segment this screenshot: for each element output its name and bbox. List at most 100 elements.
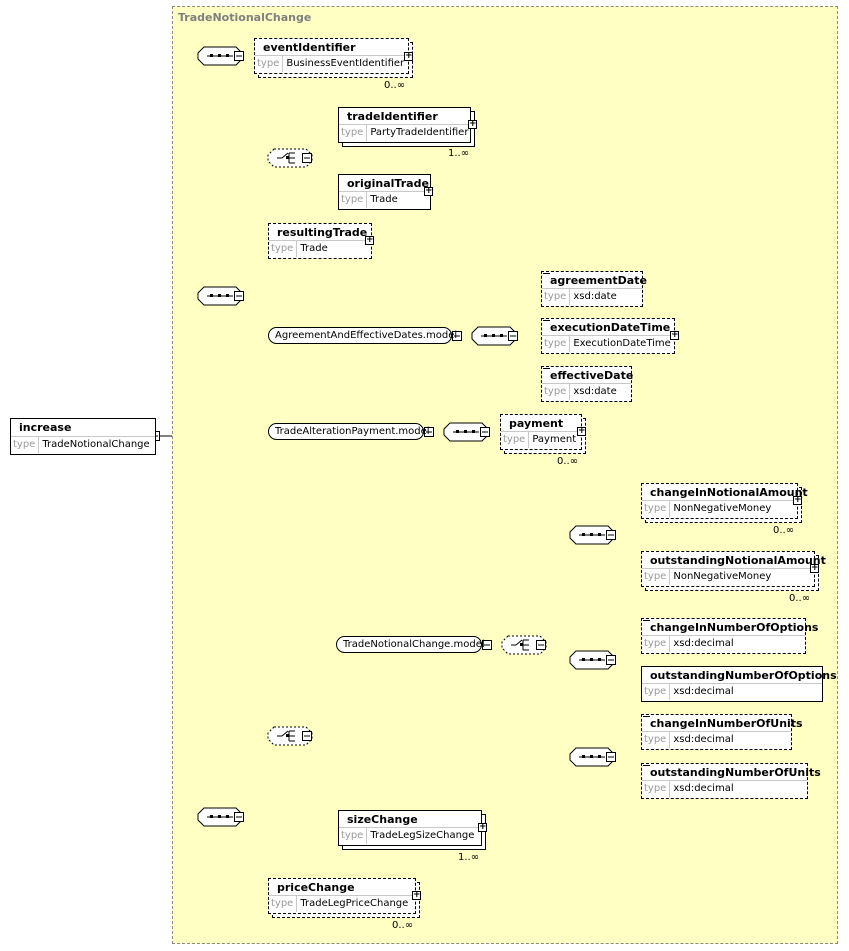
type-value: TradeLegPriceChange — [300, 898, 409, 909]
type-key: type — [339, 828, 368, 844]
type-value: TradeLegSizeChange — [370, 830, 475, 841]
expand-icon[interactable]: + — [670, 330, 679, 340]
type-value: xsd:decimal — [673, 638, 734, 649]
type-key: type — [501, 432, 530, 448]
type-value: ExecutionDateTime — [573, 338, 671, 349]
sequence-dates[interactable] — [471, 326, 518, 346]
expand-icon[interactable]: + — [404, 51, 413, 61]
type-value: xsd:date — [573, 291, 617, 302]
choice-1[interactable] — [267, 148, 313, 168]
choice-3[interactable] — [501, 635, 547, 655]
element-name: executionDateTime — [550, 321, 671, 334]
type-value: Payment — [532, 434, 577, 445]
type-value: PartyTradeIdentifier — [370, 127, 469, 138]
choice-2[interactable] — [267, 726, 313, 746]
type-key: type — [255, 56, 284, 72]
cardinality: 0..∞ — [384, 80, 406, 91]
element-name: priceChange — [277, 881, 355, 894]
documentation-icon — [643, 620, 650, 629]
type-value: BusinessEventIdentifier — [286, 58, 405, 69]
cardinality: 0..∞ — [789, 593, 811, 604]
type-key: type — [642, 732, 671, 748]
sequence-payment[interactable] — [443, 422, 490, 442]
documentation-icon — [643, 716, 650, 725]
expand-icon[interactable]: + — [365, 235, 374, 245]
expand-icon[interactable]: + — [478, 822, 487, 832]
cardinality: 0..∞ — [773, 525, 795, 536]
expand-icon[interactable]: + — [424, 186, 433, 196]
type-key: type — [642, 636, 671, 652]
element-name: eventIdentifier — [263, 41, 356, 54]
documentation-icon — [643, 765, 650, 774]
documentation-icon — [543, 320, 550, 329]
expand-icon[interactable]: + — [793, 495, 802, 505]
sequence-1[interactable] — [197, 46, 244, 66]
group-trade-notional-change[interactable]: TradeNotionalChange.model — [336, 636, 485, 653]
element-name: payment — [509, 417, 564, 430]
type-key: type — [11, 437, 40, 453]
cardinality: 1..∞ — [458, 852, 480, 863]
expand-icon[interactable]: + — [412, 890, 421, 900]
expand-icon[interactable]: + — [810, 563, 819, 573]
type-value: xsd:decimal — [673, 734, 734, 745]
type-key: type — [269, 241, 298, 257]
group-trade-alteration-payment[interactable]: TradeAlterationPayment.model — [268, 423, 430, 440]
sequence-units[interactable] — [569, 747, 616, 767]
type-key: type — [269, 896, 298, 912]
element-name: outstandingNumberOfUnits — [650, 766, 821, 779]
element-name: resultingTrade — [277, 226, 368, 239]
type-value: NonNegativeMoney — [673, 503, 772, 514]
expand-icon[interactable]: + — [468, 119, 477, 129]
type-value: Trade — [370, 194, 398, 205]
sequence-options[interactable] — [569, 650, 616, 670]
element-name: increase — [19, 421, 72, 434]
sequence-3[interactable] — [197, 807, 244, 827]
region-title: TradeNotionalChange — [178, 11, 312, 24]
sequence-notional[interactable] — [569, 525, 616, 545]
element-name: changeInNotionalAmount — [650, 486, 808, 499]
type-key: type — [339, 192, 368, 208]
element-name: outstandingNumberOfOptions — [650, 669, 837, 682]
type-value: xsd:date — [573, 386, 617, 397]
cardinality: 0..∞ — [392, 920, 414, 931]
sequence-2[interactable] — [197, 286, 244, 306]
element-name: effectiveDate — [550, 369, 634, 382]
group-agreement-and-effective-dates[interactable]: AgreementAndEffectiveDates.model — [268, 327, 457, 344]
type-key: type — [642, 684, 671, 700]
element-name: agreementDate — [550, 274, 647, 287]
element-name: tradeIdentifier — [347, 110, 438, 123]
cardinality: 0..∞ — [557, 456, 579, 467]
element-name: sizeChange — [347, 813, 418, 826]
expand-icon[interactable]: + — [577, 426, 586, 436]
type-value: TradeNotionalChange — [42, 439, 150, 450]
